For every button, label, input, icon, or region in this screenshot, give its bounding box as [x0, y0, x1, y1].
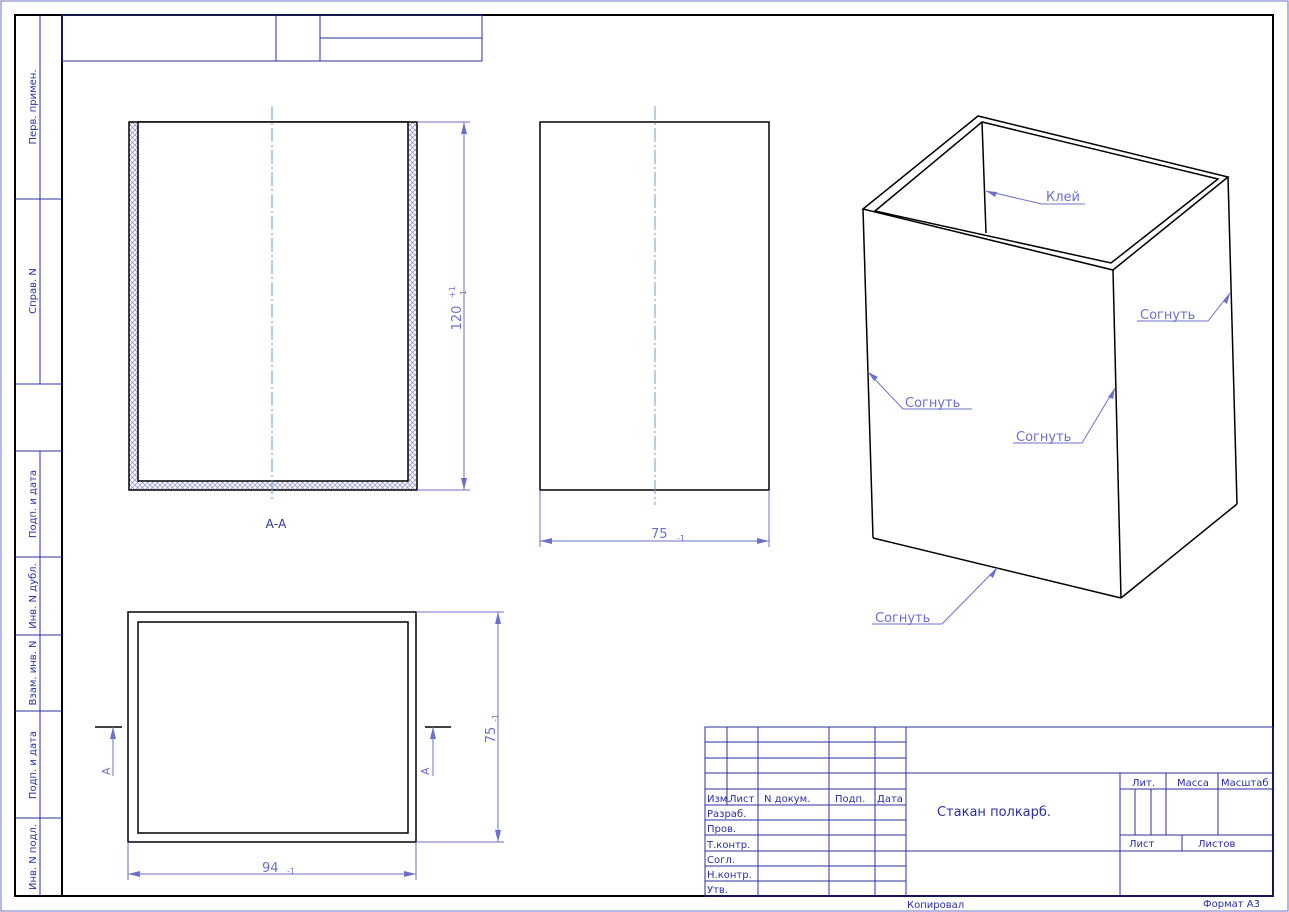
top-width-tolerance: -1 [287, 867, 295, 876]
format-label: Формат А3 [1203, 899, 1260, 910]
note-bend-left: Согнуть [905, 396, 960, 411]
mass-label: Масса [1177, 778, 1209, 789]
header-list: Лист [729, 794, 755, 805]
sheets-label: Листов [1198, 839, 1235, 850]
stamp-podp-data-1: Подп. и дата [28, 470, 39, 538]
top-depth-dimension: 75 [484, 727, 499, 744]
lit-label: Лит. [1132, 778, 1155, 789]
stamp-perv-primen: Перв. примен. [28, 69, 39, 144]
note-bend-center: Согнуть [1016, 430, 1071, 445]
stamp-inv-dubl: Инв. N дубл. [28, 563, 39, 629]
top-left-block [61, 14, 483, 62]
cut-marker-right: А [419, 767, 432, 775]
header-data: Дата [877, 794, 903, 805]
section-label: А-А [266, 517, 288, 531]
stamp-podp-data-2: Подп. и дата [28, 731, 39, 799]
height-tol-upper: +1 [448, 286, 457, 298]
header-n-dokum: N докум. [764, 794, 810, 805]
sheet-label: Лист [1129, 839, 1155, 850]
drawing-title: Стакан полкарб. [937, 805, 1051, 820]
front-width-dimension: 75 [651, 527, 668, 542]
front-width-tolerance: -1 [677, 534, 685, 543]
height-dimension: 120 [450, 306, 465, 331]
height-tol-lower: -1 [459, 290, 468, 298]
stamp-sprav-n: Справ. N [28, 268, 39, 314]
side-stamp-column: Перв. примен. Справ. N Подп. и дата Инв.… [14, 14, 63, 897]
top-view: 94 -1 75 -1 А А [95, 611, 504, 880]
role-tkontr: Т.контр. [706, 840, 750, 851]
role-nkontr: Н.контр. [707, 870, 752, 881]
note-bend-bottom: Согнуть [875, 611, 930, 626]
note-bend-right: Согнуть [1140, 308, 1195, 323]
section-view-a-a: 120 +1 -1 А-А [128, 106, 470, 531]
top-depth-tolerance: -1 [491, 714, 500, 722]
title-block [704, 726, 1274, 897]
header-izm: Изм. [707, 794, 731, 805]
stamp-inv-podl: Инв. N подл. [28, 824, 39, 890]
iso-arrowheads [868, 191, 1230, 578]
cut-marker-left: А [100, 767, 113, 775]
header-podp: Подп. [835, 794, 865, 805]
title-block-text: Изм. Лист N докум. Подп. Дата Разраб. Пр… [706, 778, 1269, 896]
copied-label: Копировал [907, 900, 964, 911]
scale-label: Масштаб [1221, 778, 1269, 789]
isometric-view [861, 115, 1238, 599]
role-utv: Утв. [707, 885, 728, 896]
note-glue: Клей [1046, 190, 1080, 205]
top-width-dimension: 94 [262, 861, 279, 876]
role-prov: Пров. [707, 824, 736, 835]
front-view: 75 -1 [539, 106, 770, 547]
stamp-vzam-inv: Взам. инв. N [28, 641, 39, 706]
role-razrab: Разраб. [707, 809, 746, 820]
role-sogl: Согл. [707, 855, 735, 866]
iso-annotations [867, 190, 1231, 625]
